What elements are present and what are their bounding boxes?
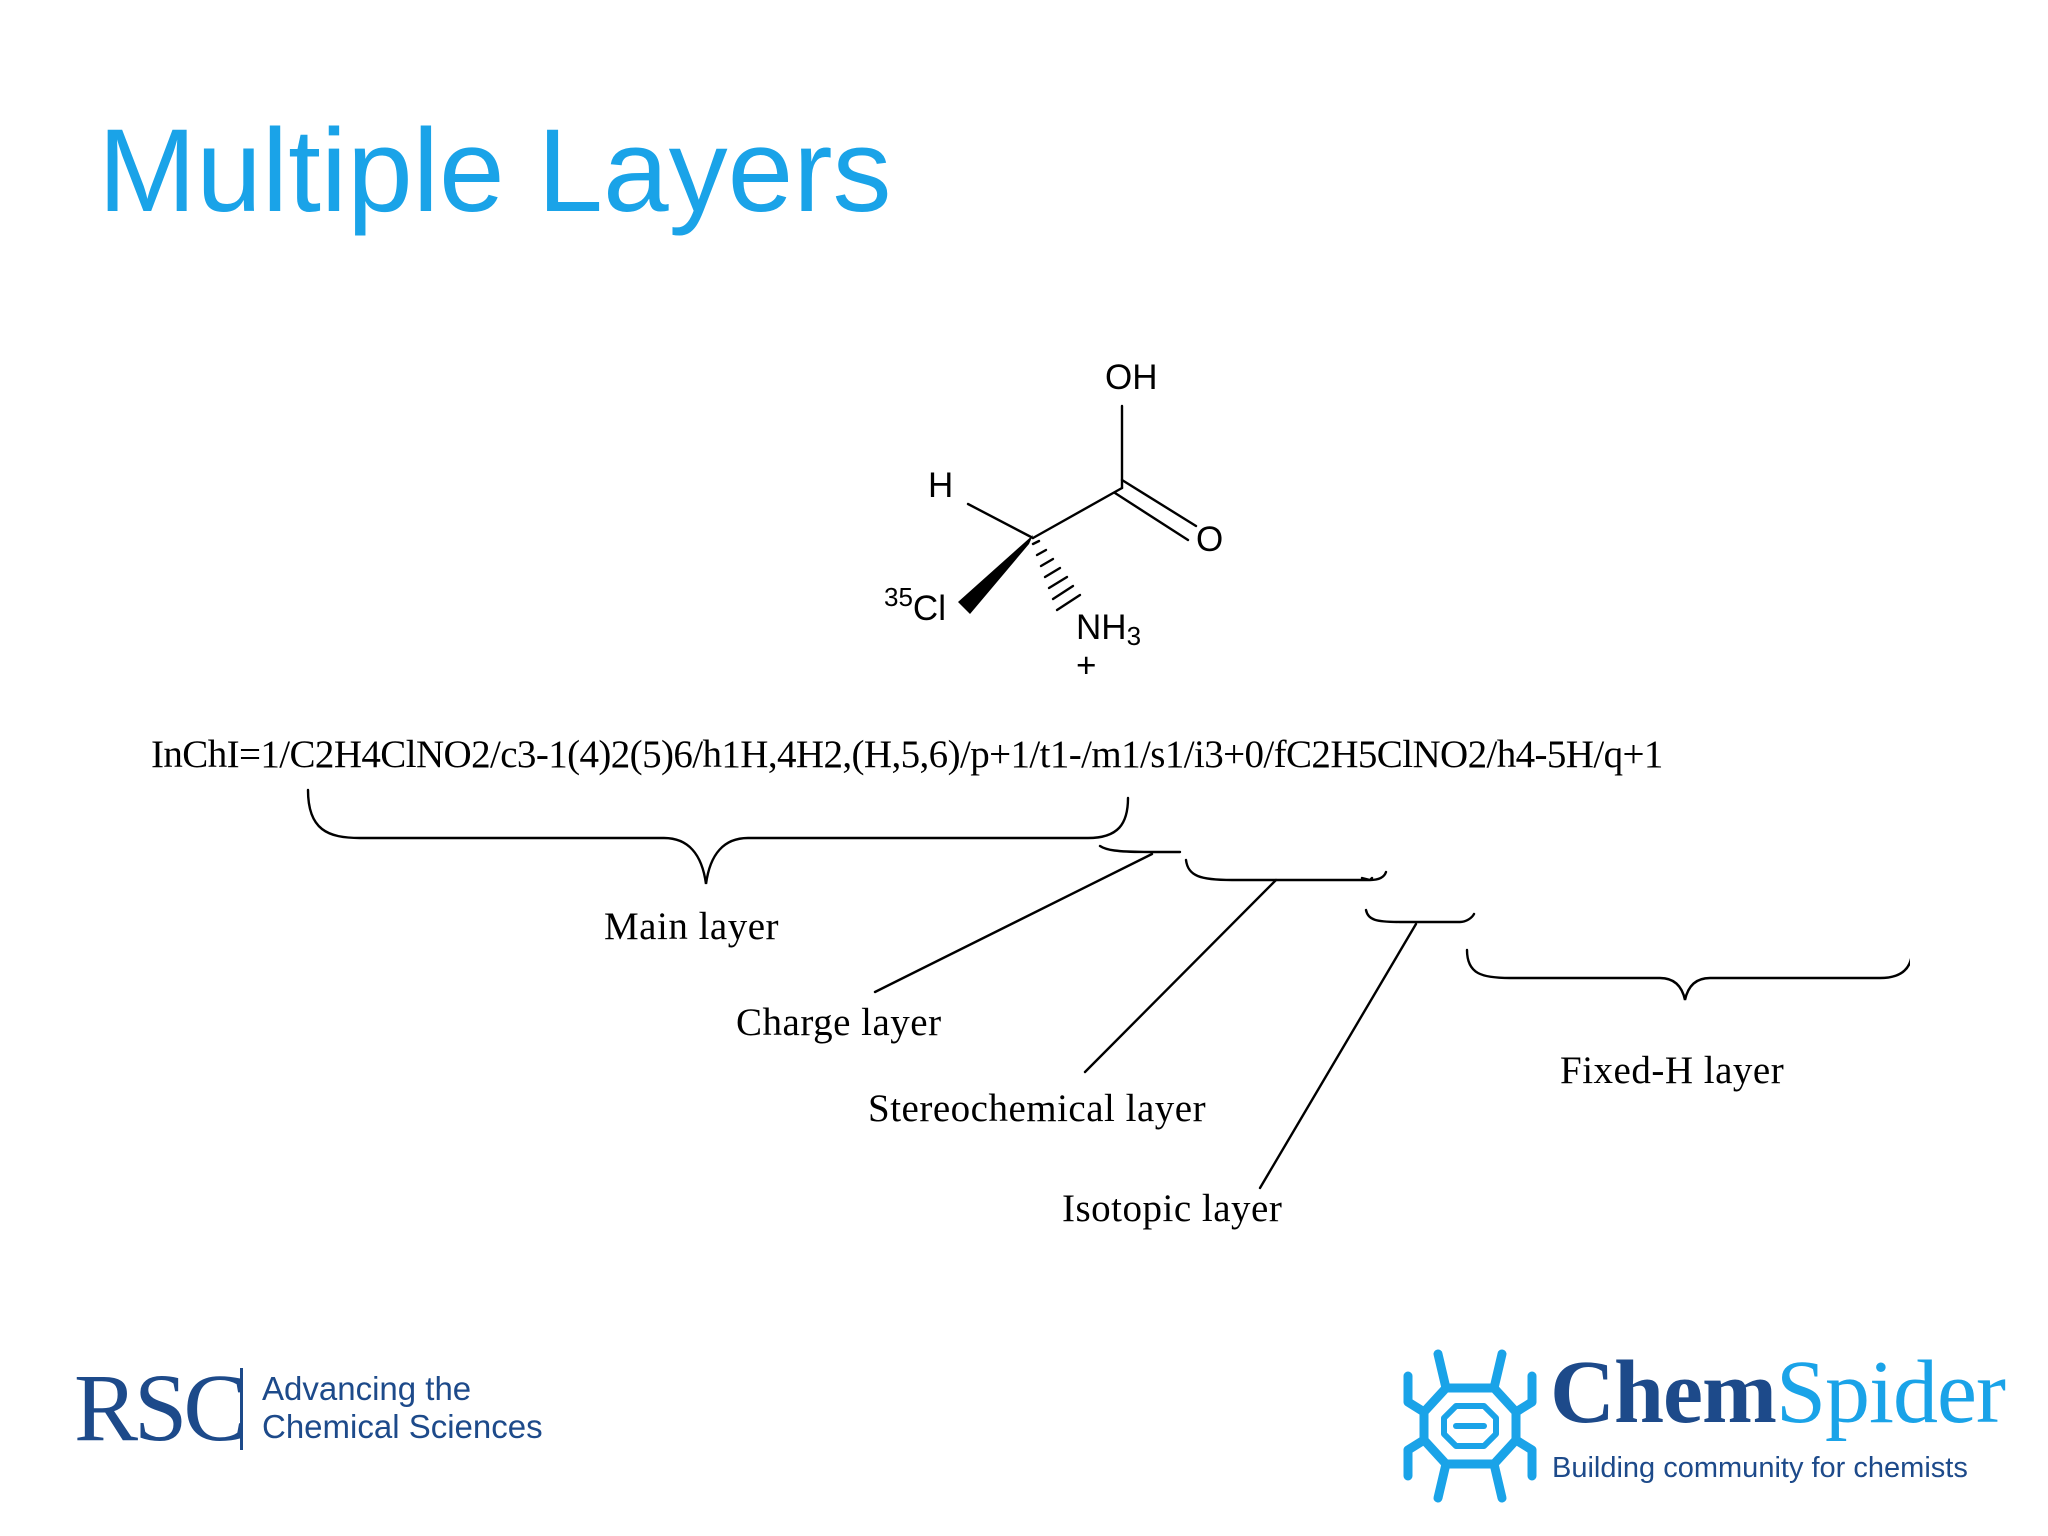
atom-n-count: 3 [1126,621,1142,651]
atom-n-symbol: NH [1076,608,1127,647]
isotope-mass: 35 [884,582,913,612]
charge-sign: + [1076,646,1097,685]
atom-cl-symbol: Cl [912,589,946,628]
brace-fixed-h-layer [1465,948,1910,1001]
rsc-divider [240,1368,243,1450]
label-fixed-h-layer: Fixed-H layer [1560,1049,1785,1092]
leader-isotopic-layer [1258,922,1418,1190]
rsc-wordmark: RSC [74,1354,247,1461]
bond-c1-cl-wedge [958,535,1033,614]
diagram-lines [306,404,1910,1190]
bond-c1-c2 [1031,486,1124,540]
bracket-isotopic-layer [1364,908,1476,924]
leader-charge-layer [873,852,1154,994]
bond-c2-o-double-b [1113,491,1190,542]
label-isotopic-layer: Isotopic layer [1062,1187,1283,1230]
inchi-string: InChI=1/C2H4ClNO2/c3-1(4)2(5)6/h1H,4H2,(… [151,733,1663,776]
bond-c1-h [966,502,1035,540]
atom-o: O [1196,520,1224,559]
label-stereochemical-layer: Stereochemical layer [868,1087,1207,1130]
spider-icon [1403,1349,1537,1503]
bracket-stereo-layer [1184,858,1388,882]
label-charge-layer: Charge layer [736,1001,942,1044]
bracket-charge-layer [1098,844,1182,854]
chemspider-wordmark-spider: Spider [1775,1343,2006,1442]
brace-main-layer [306,788,1130,885]
slide-title: Multiple Layers [98,105,892,237]
chemspider-logo: ChemSpider Building community for chemis… [1400,1336,2010,1516]
atom-h: H [928,466,954,505]
label-main-layer: Main layer [604,905,780,948]
rsc-tagline-line-1: Advancing the [262,1370,472,1407]
chemspider-wordmark-chem: Chem [1550,1343,1777,1442]
inchi-layers-diagram: OH H O 35Cl NH3 + InChI=1/C2H4ClNO2/c3-1… [110,310,1910,1300]
leader-stereo-layer [1083,878,1278,1074]
atom-cl: 35Cl [884,584,946,626]
rsc-logo: RSC Advancing the Chemical Sciences [74,1360,594,1470]
rsc-tagline-line-2: Chemical Sciences [262,1408,543,1445]
atom-oh: OH [1105,358,1158,397]
bond-c1-n-hashed [1031,539,1082,612]
bond-c2-o-double-a [1120,478,1198,528]
atom-n: NH3 [1076,610,1141,649]
chemspider-tagline: Building community for chemists [1552,1452,1968,1484]
chemspider-wordmark: ChemSpider [1550,1348,2006,1438]
